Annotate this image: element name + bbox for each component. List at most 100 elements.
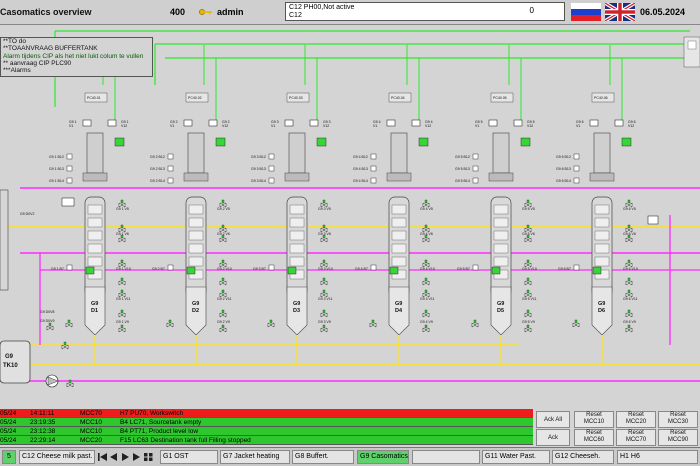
unit-name: G9: [497, 301, 504, 307]
valve-icon[interactable]: [66, 379, 74, 388]
valve-icon[interactable]: [471, 319, 479, 328]
valve-icon[interactable]: [524, 259, 532, 268]
valve-icon[interactable]: [524, 199, 532, 208]
sensor-tag: G9 1 B13: [49, 167, 64, 171]
russian-flag-icon[interactable]: [571, 3, 601, 21]
valve-icon[interactable]: [320, 259, 328, 268]
grid-icon[interactable]: [144, 453, 153, 461]
valve-icon[interactable]: [267, 319, 275, 328]
column-segment: [289, 217, 305, 228]
valve-icon[interactable]: [524, 324, 532, 333]
ack-all-button[interactable]: Ack All: [536, 411, 570, 428]
valve-icon[interactable]: [118, 277, 126, 286]
valve-icon[interactable]: [118, 324, 126, 333]
valve-icon[interactable]: [422, 289, 430, 298]
tab-g11-water-past[interactable]: G11 Water Past.: [482, 450, 550, 464]
ack-button[interactable]: Ack: [536, 429, 570, 446]
valve-icon[interactable]: [422, 324, 430, 333]
valve-icon[interactable]: [320, 234, 328, 243]
valve-icon[interactable]: [625, 234, 633, 243]
valve-icon[interactable]: [219, 259, 227, 268]
valve-tag: G9 3 V5: [318, 207, 331, 211]
tab-g1-ost[interactable]: G1 OST: [160, 450, 218, 464]
valve-icon[interactable]: [625, 289, 633, 298]
valve-icon[interactable]: [625, 309, 633, 318]
valve-icon[interactable]: [219, 277, 227, 286]
valve-icon[interactable]: [320, 224, 328, 233]
valve-icon[interactable]: [61, 341, 69, 350]
tab-g8-buffert[interactable]: G8 Buffert.: [292, 450, 354, 464]
unit-name: G9: [293, 301, 300, 307]
alarm-row[interactable]: 05/24 23:19:35 MCC10 B4 LC71, Sourcetank…: [0, 418, 533, 427]
valve-icon[interactable]: [524, 289, 532, 298]
valve-icon[interactable]: [219, 234, 227, 243]
valve-icon[interactable]: [65, 319, 73, 328]
valve-icon[interactable]: [320, 277, 328, 286]
next-icon[interactable]: [133, 453, 140, 461]
valve-icon[interactable]: [625, 277, 633, 286]
valve-icon[interactable]: [320, 289, 328, 298]
key-icon[interactable]: [199, 8, 213, 16]
valve-icon[interactable]: [320, 199, 328, 208]
valve-icon[interactable]: [118, 224, 126, 233]
skip-first-icon[interactable]: [98, 453, 107, 461]
valve-icon[interactable]: [46, 322, 54, 331]
tab-g12-cheeseh[interactable]: G12 Cheeseh.: [552, 450, 614, 464]
valve-icon[interactable]: [625, 224, 633, 233]
uk-flag-icon[interactable]: [605, 3, 635, 21]
valve-icon[interactable]: [524, 234, 532, 243]
alarm-row[interactable]: 05/24 23:12:38 MCC10 B4 PT71, Product le…: [0, 427, 533, 436]
valve-icon[interactable]: [219, 324, 227, 333]
alarm-date: 05/24: [0, 419, 17, 426]
unit-number: D6: [598, 308, 605, 314]
valve-icon[interactable]: [118, 309, 126, 318]
valve-box: [647, 215, 659, 225]
valve-icon[interactable]: [118, 259, 126, 268]
play-icon[interactable]: [122, 453, 129, 461]
unit-name: G9: [91, 301, 98, 307]
sensor-box: [573, 165, 580, 172]
valve-icon[interactable]: [422, 234, 430, 243]
valve-icon[interactable]: [524, 224, 532, 233]
user-name[interactable]: admin: [217, 7, 244, 17]
valve-icon[interactable]: [422, 259, 430, 268]
valve-icon[interactable]: [422, 224, 430, 233]
tab-h1-h6[interactable]: H1 H6: [617, 450, 698, 464]
valve-icon[interactable]: [422, 309, 430, 318]
valve-icon[interactable]: [320, 309, 328, 318]
valve-icon[interactable]: [422, 277, 430, 286]
valve-icon[interactable]: [572, 319, 580, 328]
valve-icon[interactable]: [320, 324, 328, 333]
valve-icon[interactable]: [166, 319, 174, 328]
valve-icon[interactable]: [219, 309, 227, 318]
tab-spacer[interactable]: [412, 450, 480, 464]
valve-icon[interactable]: [625, 259, 633, 268]
valve-icon[interactable]: [118, 234, 126, 243]
alarm-row[interactable]: 05/24 22:29:14 MCC20 F15 LC63 Destinatio…: [0, 436, 533, 445]
prev-icon[interactable]: [110, 453, 117, 461]
valve-icon[interactable]: [118, 289, 126, 298]
valve-icon[interactable]: [524, 277, 532, 286]
tab-g7-jacket-heating[interactable]: G7 Jacket heating: [220, 450, 290, 464]
valve-icon[interactable]: [625, 324, 633, 333]
valve-icon[interactable]: [369, 319, 377, 328]
tab-cheese-milk[interactable]: C12 Cheese milk past.: [19, 450, 95, 464]
taskbar-number[interactable]: 5: [2, 450, 16, 464]
status-box[interactable]: C12 PH00,Not active C12 0: [285, 2, 565, 21]
valve-icon[interactable]: [625, 199, 633, 208]
alarm-row[interactable]: 05/24 14:11:11 MCC70 H7 PU70, Workswitch: [0, 409, 533, 418]
valve-icon[interactable]: [524, 309, 532, 318]
valve-icon[interactable]: [118, 199, 126, 208]
valve-icon[interactable]: [219, 224, 227, 233]
valve-icon[interactable]: [422, 199, 430, 208]
tab-g9-casomatics[interactable]: G9 Casomatics: [357, 450, 409, 464]
valve-icon[interactable]: [219, 199, 227, 208]
valve-icon[interactable]: [219, 289, 227, 298]
column-segment: [391, 256, 407, 267]
